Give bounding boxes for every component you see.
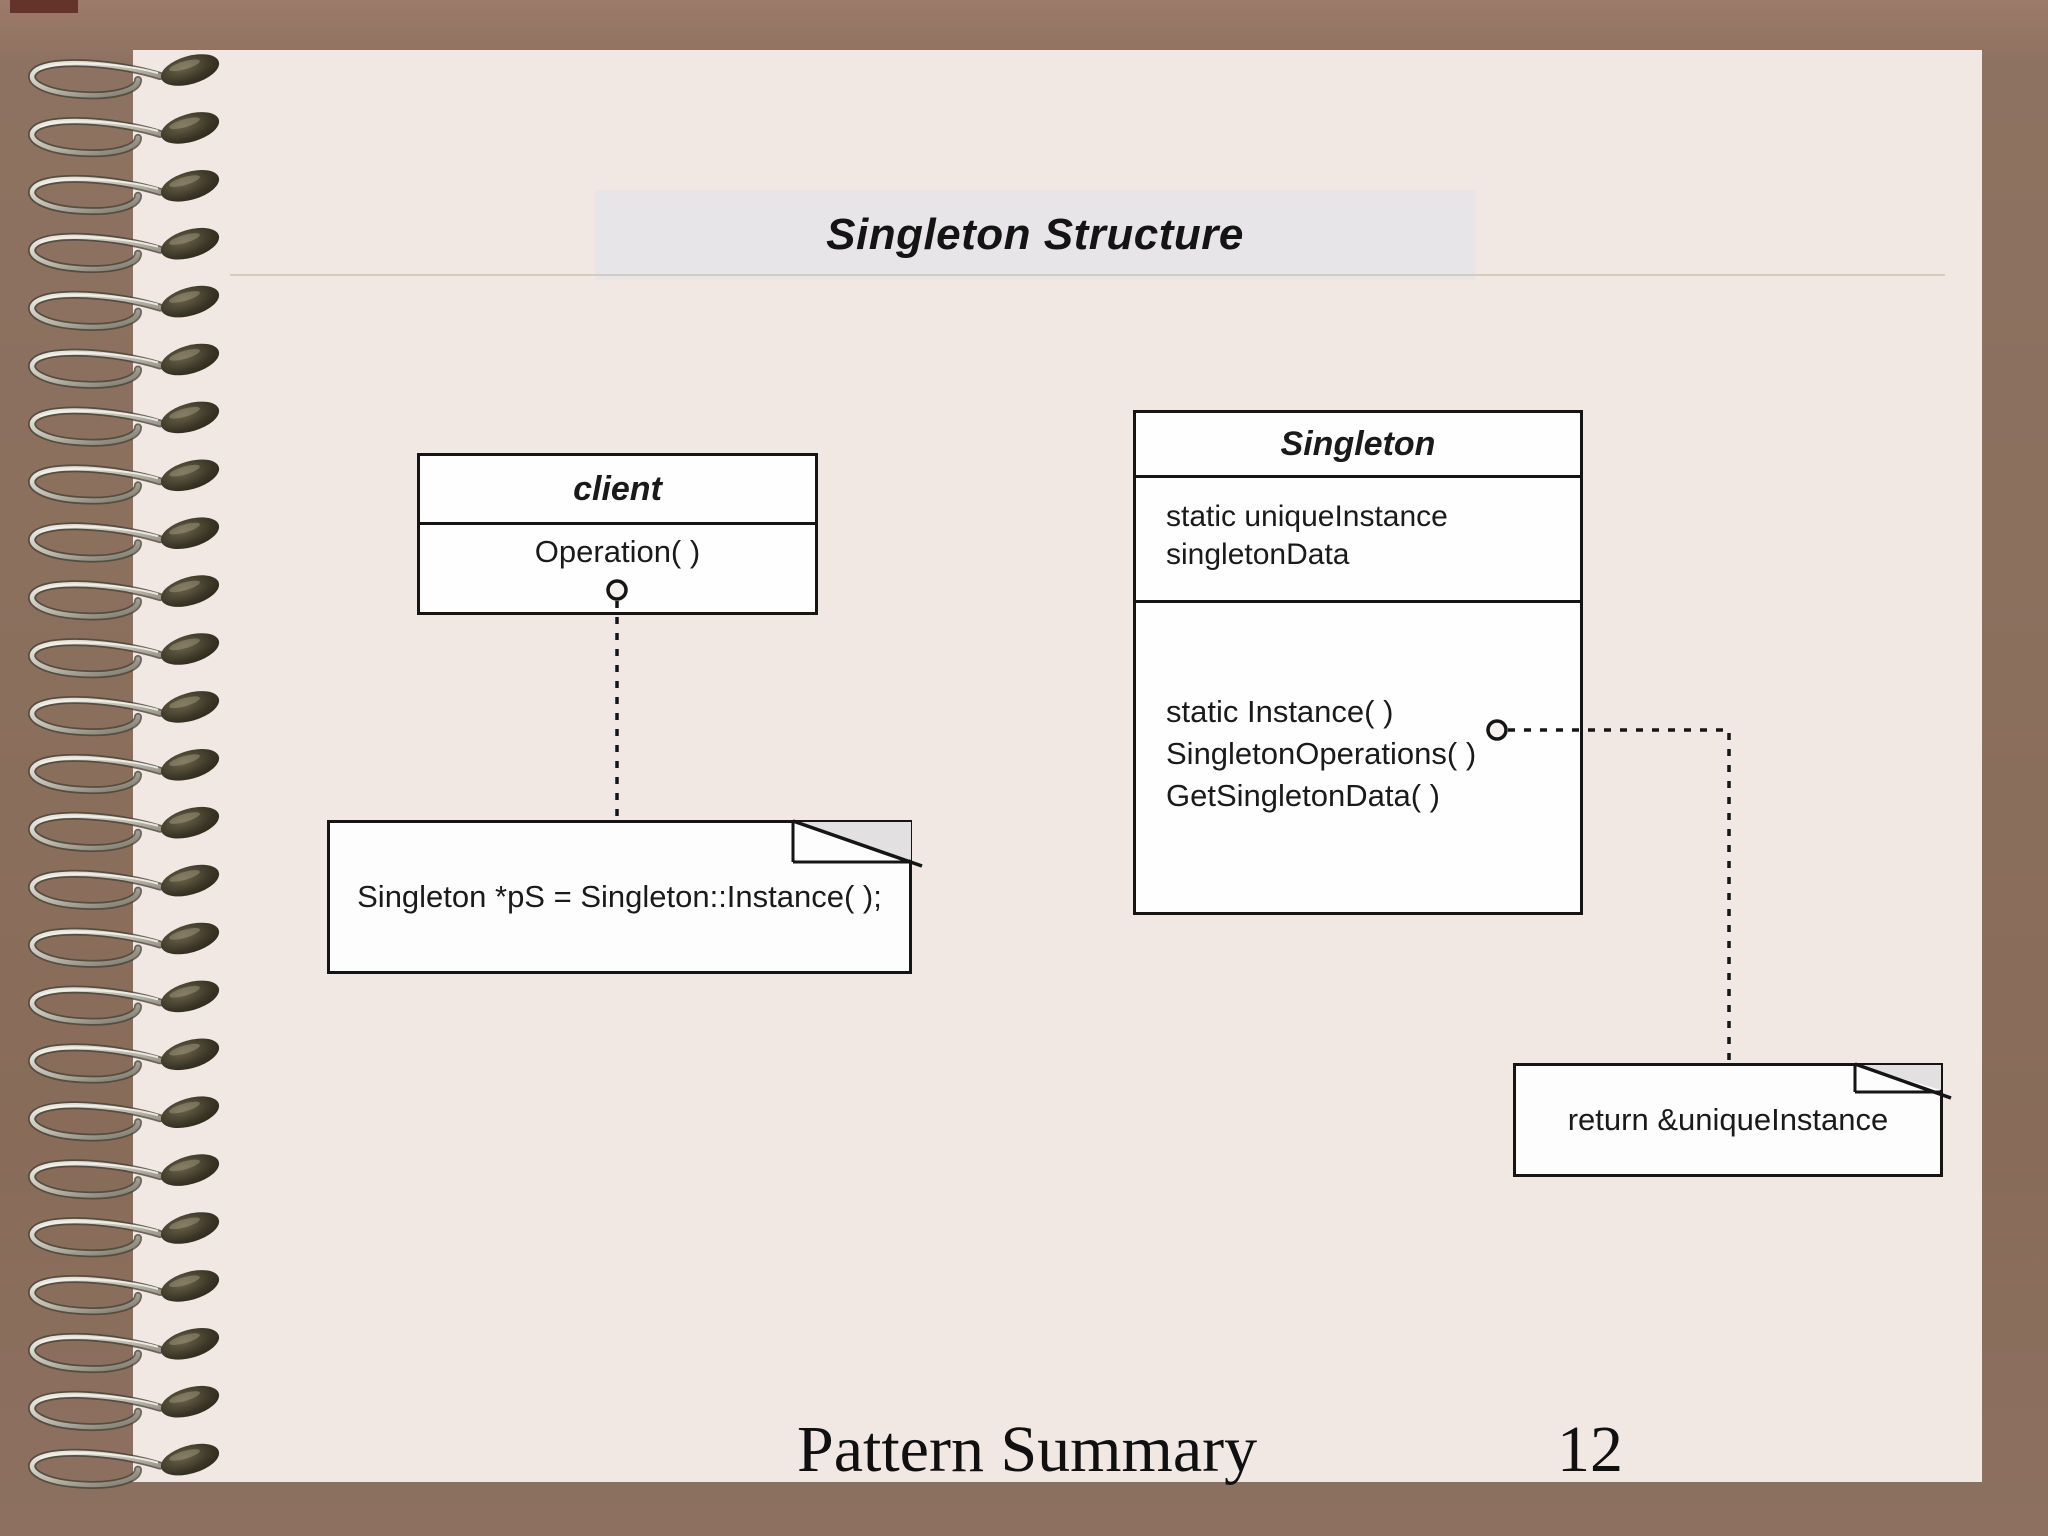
client-operation: Operation( ) (534, 534, 701, 569)
singleton-attribute: static uniqueInstance (1166, 500, 1448, 533)
client-class-box: client Operation( ) (417, 453, 818, 615)
title-underline (230, 274, 1945, 276)
singleton-class-name: Singleton (1136, 413, 1580, 478)
singleton-operation: GetSingletonData( ) (1166, 778, 1440, 813)
singleton-class-box: Singleton static uniqueInstance singleto… (1133, 410, 1583, 915)
spiral-binding (0, 0, 280, 1536)
singleton-operation: SingletonOperations( ) (1166, 736, 1477, 771)
singleton-operation: static Instance( ) (1166, 694, 1394, 729)
slide-paper: Singleton Structure client Operation( ) … (133, 50, 1982, 1486)
code-note-box: Singleton *pS = Singleton::Instance( ); (327, 820, 912, 974)
notebook-cover-edge (10, 0, 78, 13)
client-class-name: client (420, 456, 815, 525)
return-note-text: return &uniqueInstance (1567, 1102, 1889, 1137)
footer-title: Pattern Summary (797, 1413, 1258, 1486)
return-note-box: return &uniqueInstance (1513, 1063, 1943, 1177)
page-number: 12 (1557, 1413, 1623, 1486)
code-note-text: Singleton *pS = Singleton::Instance( ); (357, 879, 882, 914)
title-band: Singleton Structure (595, 190, 1475, 280)
singleton-attribute: singletonData (1166, 538, 1350, 571)
slide-title: Singleton Structure (826, 210, 1244, 259)
